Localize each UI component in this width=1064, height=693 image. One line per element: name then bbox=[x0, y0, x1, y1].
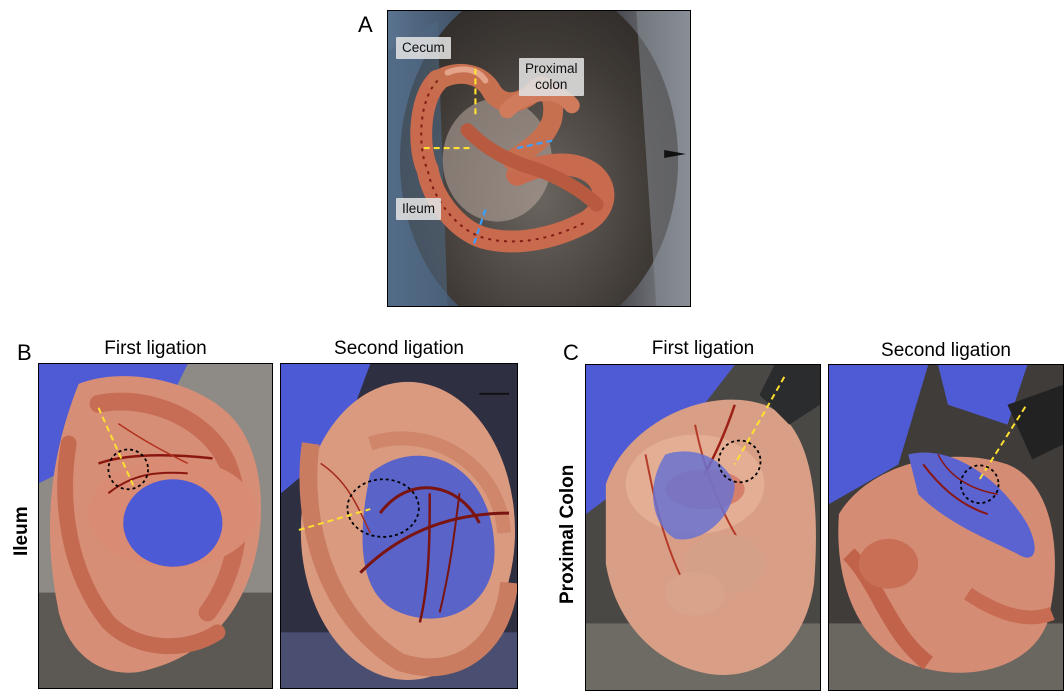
panel-c-letter: C bbox=[563, 340, 579, 365]
panel-b-second-caption: Second ligation bbox=[334, 338, 464, 359]
panel-a-photo bbox=[387, 10, 691, 307]
panel-c-first-caption: First ligation bbox=[651, 338, 755, 359]
label-cecum: Cecum bbox=[396, 37, 451, 60]
panel-c-row-label: Proximal Colon bbox=[557, 464, 578, 604]
panel-b-first-caption: First ligation bbox=[104, 338, 207, 359]
label-proximal-colon: Proximal colon bbox=[519, 58, 584, 97]
panel-b-row-label: Ileum bbox=[11, 506, 32, 556]
panel-a-letter: A bbox=[358, 12, 373, 37]
panel-c-second-caption: Second ligation bbox=[881, 340, 1011, 361]
panel-c-first-photo bbox=[585, 364, 821, 691]
panel-c-second-photo bbox=[828, 364, 1064, 691]
label-ileum: Ileum bbox=[396, 198, 442, 221]
panel-b-first-photo bbox=[38, 363, 273, 689]
panel-b-letter: B bbox=[17, 340, 32, 365]
panel-b-second-photo bbox=[280, 363, 518, 689]
